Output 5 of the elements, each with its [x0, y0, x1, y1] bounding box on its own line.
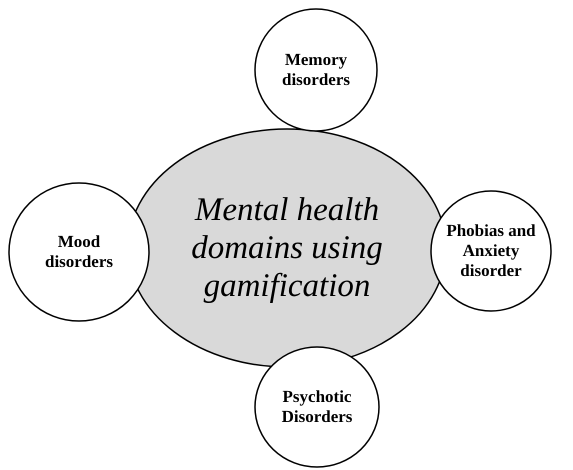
topic-label: Memory disorders [281, 50, 351, 90]
topic-label: Phobias and Anxiety disorder [446, 221, 536, 281]
topic-label: Mood disorders [44, 232, 114, 272]
domain-title: Mental health domains using gamification [190, 191, 384, 305]
topic-label: Psychotic Disorders [280, 387, 354, 427]
